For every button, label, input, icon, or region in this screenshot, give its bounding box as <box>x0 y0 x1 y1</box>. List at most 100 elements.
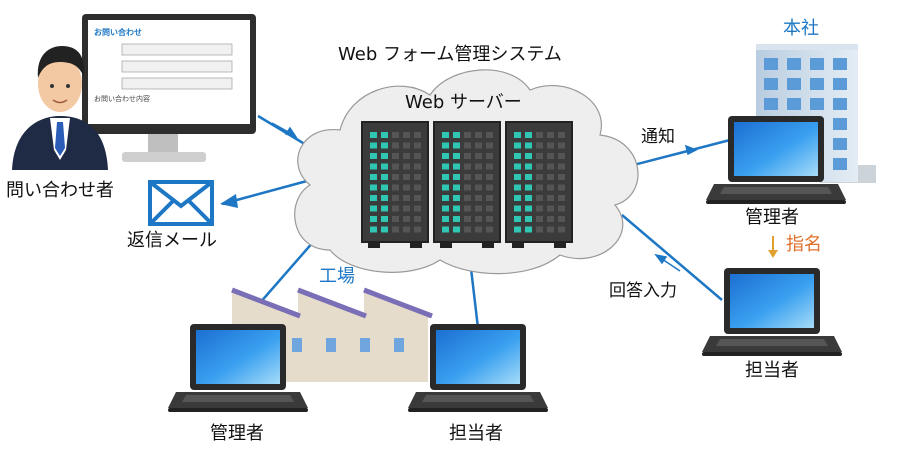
server-led <box>442 174 449 180</box>
server-led <box>536 216 543 222</box>
server-led <box>547 205 554 212</box>
server-led <box>370 216 377 222</box>
server-led <box>464 226 471 233</box>
server-led <box>403 216 410 222</box>
server-led <box>525 195 532 201</box>
server-led <box>403 195 410 201</box>
server-led <box>558 195 565 201</box>
server-led <box>558 226 565 233</box>
building-window <box>810 78 824 90</box>
mail-arrowhead <box>220 194 238 208</box>
server-led <box>547 132 554 138</box>
server-led <box>453 216 460 222</box>
server-led <box>453 153 460 159</box>
server-led <box>536 174 543 180</box>
server-led <box>558 153 565 159</box>
server-led <box>536 163 543 170</box>
server-leds <box>370 132 565 233</box>
server-led <box>475 216 482 222</box>
server-led <box>442 184 449 191</box>
server-led <box>453 205 460 212</box>
server-led <box>381 205 388 212</box>
server-led <box>392 205 399 212</box>
form-content-label: お問い合わせ内容 <box>94 95 150 103</box>
server-led <box>536 132 543 138</box>
server-led <box>464 163 471 170</box>
building-window <box>833 138 847 150</box>
server-led <box>547 142 554 149</box>
server-led <box>486 184 493 191</box>
server-led <box>381 174 388 180</box>
server-led <box>558 174 565 180</box>
server-led <box>475 205 482 212</box>
line-server-to-mail <box>221 176 319 206</box>
server-led <box>453 142 460 149</box>
server-led <box>558 205 565 212</box>
server-led <box>514 174 521 180</box>
server-led <box>475 174 482 180</box>
server-led <box>558 184 565 191</box>
server-led <box>547 195 554 201</box>
server-led <box>486 142 493 149</box>
server-led <box>453 174 460 180</box>
server-led <box>525 163 532 170</box>
server-led <box>414 174 421 180</box>
server-led <box>486 226 493 233</box>
server-led <box>486 163 493 170</box>
building-window <box>764 58 778 70</box>
server-led <box>370 132 377 138</box>
server-led <box>414 205 421 212</box>
server-led <box>547 226 554 233</box>
form-monitor <box>82 14 256 162</box>
server-led <box>558 163 565 170</box>
server-led <box>442 226 449 233</box>
server-led <box>536 142 543 149</box>
building-window <box>833 118 847 130</box>
server-led <box>464 142 471 149</box>
server-led <box>464 174 471 180</box>
server-led <box>475 132 482 138</box>
server-led <box>381 163 388 170</box>
server-led <box>558 132 565 138</box>
server-led <box>525 174 532 180</box>
server-led <box>392 226 399 233</box>
server-led <box>403 153 410 159</box>
server-led <box>403 205 410 212</box>
server-led <box>525 226 532 233</box>
answer-input-label: 回答入力 <box>609 281 677 301</box>
server-led <box>381 153 388 159</box>
server-led <box>514 142 521 149</box>
hq-label: 本社 <box>783 18 819 39</box>
server-led <box>381 142 388 149</box>
server-led <box>392 174 399 180</box>
system-title: Web フォーム管理システム <box>338 44 562 65</box>
building-window <box>787 98 801 110</box>
hq-staff-laptop <box>702 268 842 356</box>
server-led <box>392 142 399 149</box>
inquirer-person <box>12 46 108 170</box>
server-led <box>370 226 377 233</box>
building-window <box>833 58 847 70</box>
server-led <box>392 163 399 170</box>
server-led <box>442 216 449 222</box>
server-led <box>464 205 471 212</box>
server-led <box>547 174 554 180</box>
server-led <box>536 184 543 191</box>
line-server-to-hq-staff <box>621 214 723 301</box>
building-window <box>764 98 778 110</box>
server-led <box>475 153 482 159</box>
server-led <box>464 216 471 222</box>
server-led <box>514 184 521 191</box>
form-title: お問い合わせ <box>94 28 142 37</box>
building-window <box>833 98 847 110</box>
server-led <box>547 216 554 222</box>
server-led <box>370 195 377 201</box>
server-led <box>525 205 532 212</box>
inquirer-label: 問い合わせ者 <box>6 180 114 201</box>
assign-arrow <box>768 236 778 258</box>
server-led <box>514 205 521 212</box>
server-led <box>464 153 471 159</box>
server-led <box>547 163 554 170</box>
server-led <box>486 153 493 159</box>
